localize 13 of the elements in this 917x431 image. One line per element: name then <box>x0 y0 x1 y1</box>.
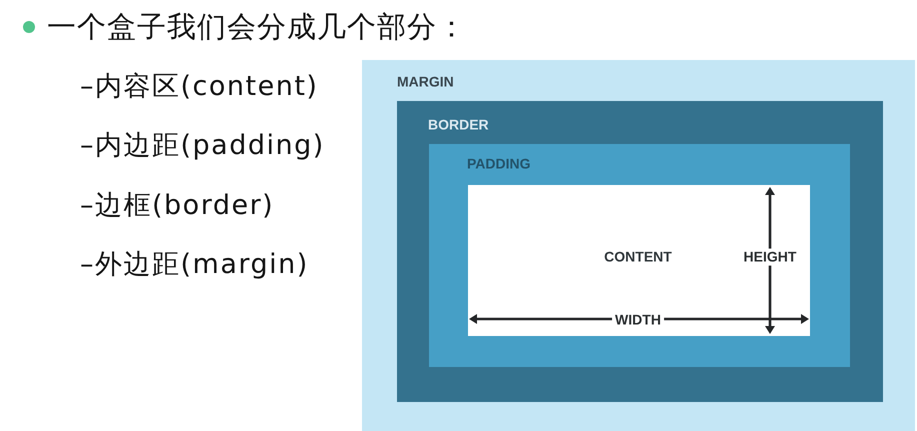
list-item-text: –内容区(content) <box>80 70 318 104</box>
border-layer <box>397 101 883 402</box>
margin-layer <box>362 60 915 431</box>
padding-layer <box>429 144 850 367</box>
list-item-text: –内边距(padding) <box>80 130 325 162</box>
list-item-text: –边框(border) <box>80 190 274 222</box>
list-item-text: –外边距(margin) <box>80 248 309 282</box>
layer-label: BORDER <box>428 116 489 134</box>
content-area <box>468 185 810 336</box>
content-label: CONTENT <box>604 248 672 266</box>
layer-label: PADDING <box>467 156 531 172</box>
layer-label: MARGIN <box>397 74 454 90</box>
heading-text: 一个盒子我们会分成几个部分： <box>47 10 467 44</box>
